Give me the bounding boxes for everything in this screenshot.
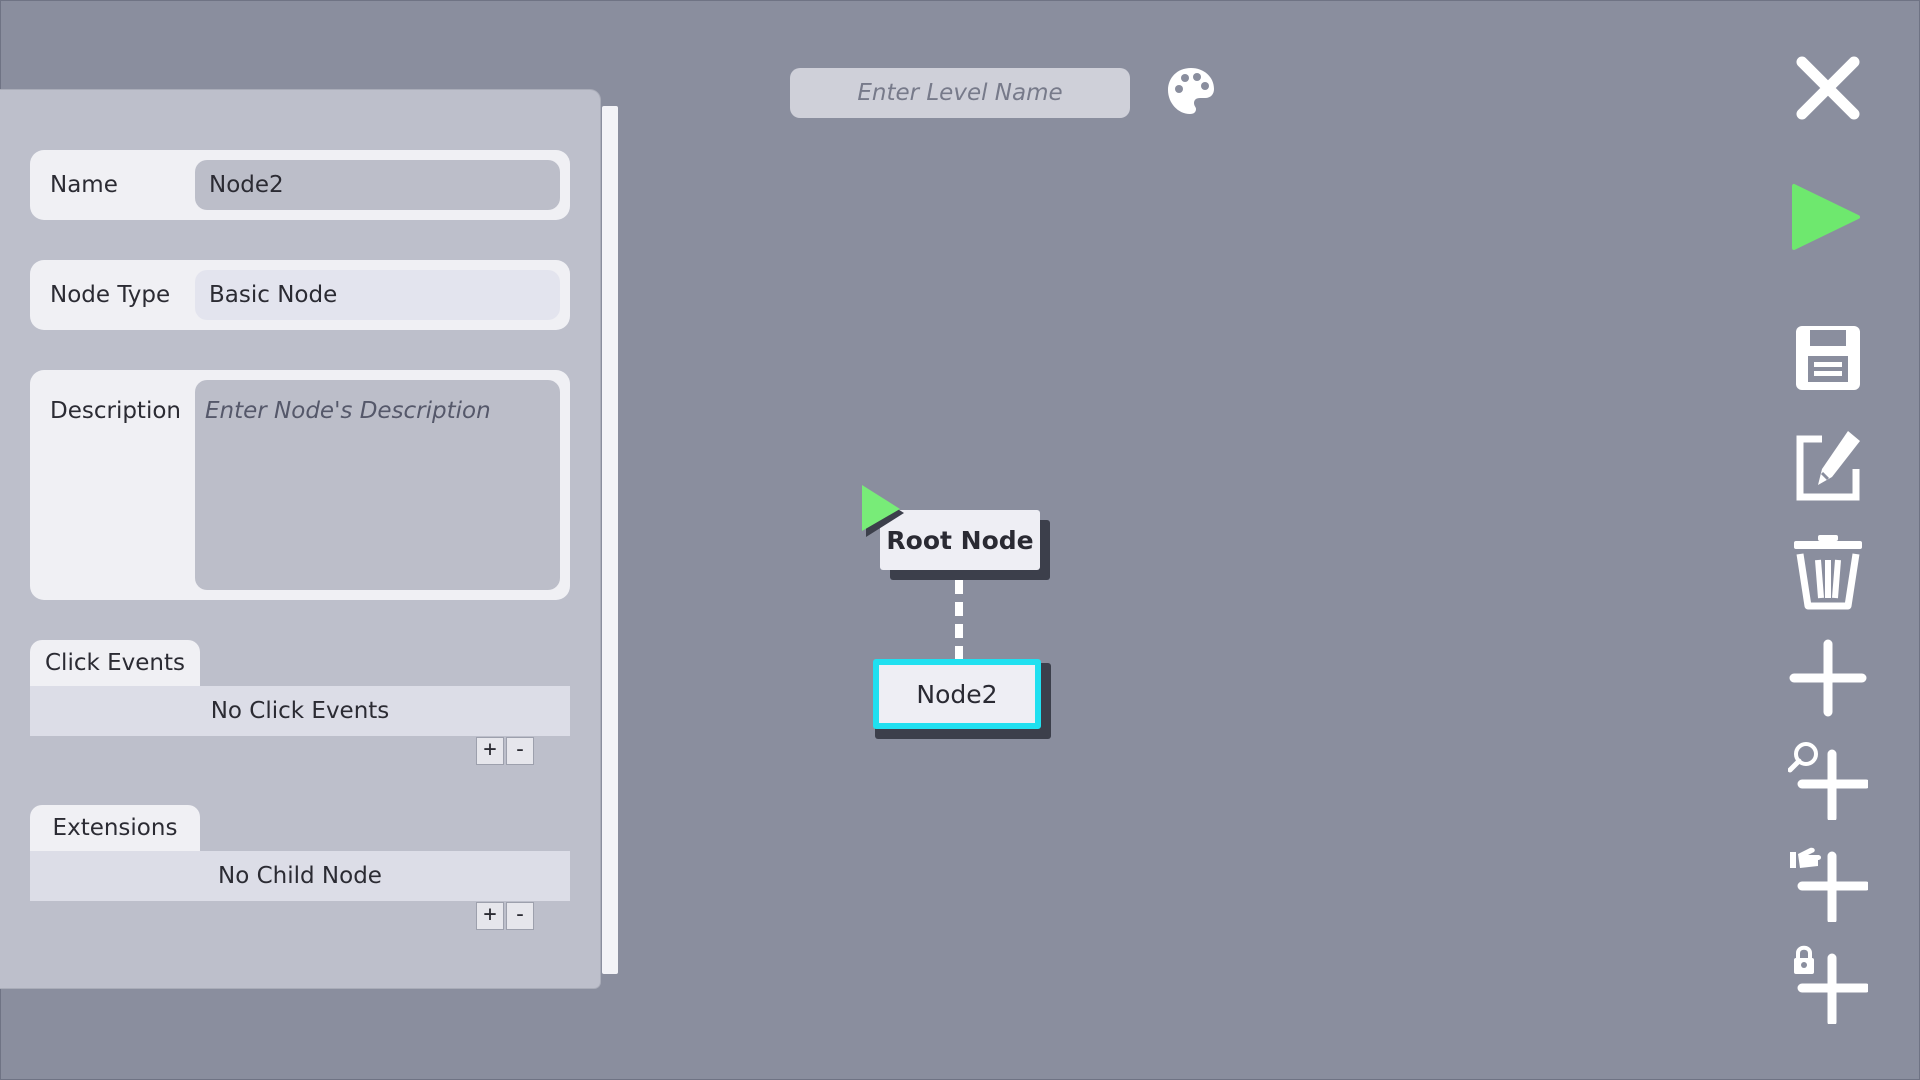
node-type-label: Node Type [50, 282, 171, 308]
node-type-dropdown[interactable]: Basic Node [195, 270, 560, 320]
node-connector [955, 580, 963, 660]
trash-icon[interactable] [1788, 532, 1868, 612]
add-click-event-button[interactable]: + [476, 737, 504, 765]
name-row: Name Node2 [30, 150, 570, 220]
start-flag-icon [862, 485, 904, 537]
tab-click-events[interactable]: Click Events [30, 640, 200, 686]
palette-icon[interactable] [1165, 65, 1217, 117]
save-icon[interactable] [1788, 318, 1868, 398]
extensions-list: No Child Node [30, 851, 570, 901]
play-icon[interactable] [1788, 178, 1868, 258]
name-label: Name [50, 172, 118, 198]
graph-node-selected[interactable]: Node2 [873, 659, 1041, 729]
inspector-scrollbar[interactable] [602, 106, 618, 974]
remove-extension-button[interactable]: - [506, 902, 534, 930]
add-search-node-icon[interactable] [1788, 740, 1868, 820]
description-row: Description Enter Node's Description [30, 370, 570, 600]
remove-click-event-button[interactable]: - [506, 737, 534, 765]
level-name-input[interactable]: Enter Level Name [790, 68, 1130, 118]
description-textarea[interactable]: Enter Node's Description [195, 380, 560, 590]
close-icon[interactable] [1788, 48, 1868, 128]
node-type-row: Node Type Basic Node [30, 260, 570, 330]
click-events-list: No Click Events [30, 686, 570, 736]
add-locked-node-icon[interactable] [1788, 944, 1868, 1024]
add-icon[interactable] [1788, 638, 1868, 718]
graph-node-root[interactable]: Root Node [880, 510, 1040, 570]
tab-extensions[interactable]: Extensions [30, 805, 200, 851]
add-extension-button[interactable]: + [476, 902, 504, 930]
name-input[interactable]: Node2 [195, 160, 560, 210]
edit-icon[interactable] [1788, 425, 1868, 505]
add-hand-node-icon[interactable] [1788, 842, 1868, 922]
description-label: Description [50, 398, 181, 424]
